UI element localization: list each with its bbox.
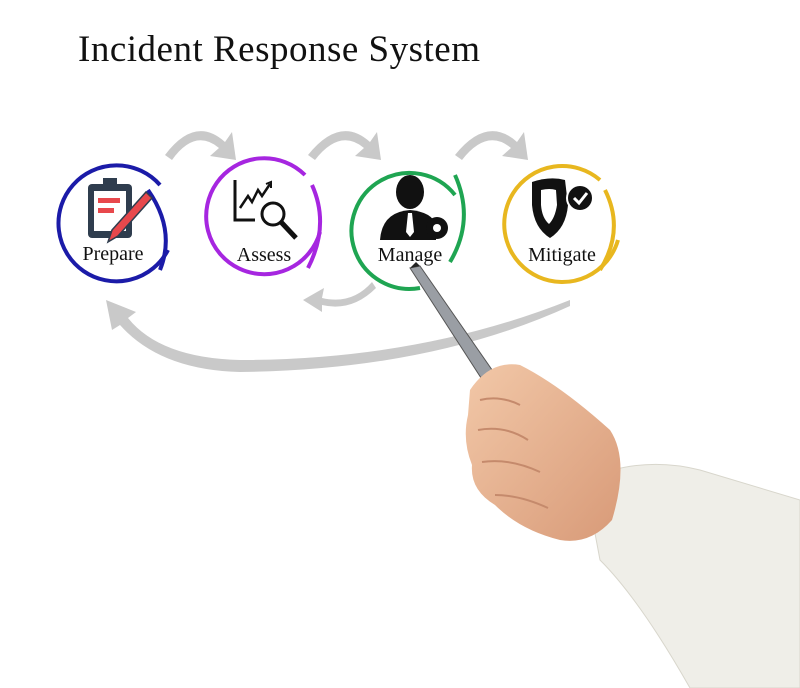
step-prepare: Prepare — [56, 163, 170, 284]
step-assess: Assess — [204, 156, 322, 277]
hand — [465, 364, 621, 541]
arrow-icon — [165, 131, 236, 160]
step-mitigate: Mitigate — [502, 164, 620, 285]
hand-with-pen — [409, 262, 800, 688]
arrow-icon — [303, 282, 376, 312]
shield-check-icon — [532, 178, 594, 238]
chart-magnifier-icon — [233, 180, 298, 240]
arrow-icon — [106, 300, 570, 372]
diagram-title: Incident Response System — [78, 29, 481, 70]
arrow-icon — [308, 131, 381, 160]
step-label: Prepare — [82, 243, 143, 265]
return-arrows — [106, 282, 570, 372]
step-manage: Manage — [349, 170, 466, 291]
clipboard-pencil-icon — [88, 178, 154, 244]
step-label: Assess — [237, 244, 292, 266]
step-label: Manage — [378, 244, 443, 266]
step-label: Mitigate — [528, 244, 596, 266]
arrow-icon — [455, 131, 528, 160]
forward-arrows — [165, 131, 528, 160]
person-gear-icon — [380, 175, 448, 240]
sleeve — [584, 463, 800, 688]
